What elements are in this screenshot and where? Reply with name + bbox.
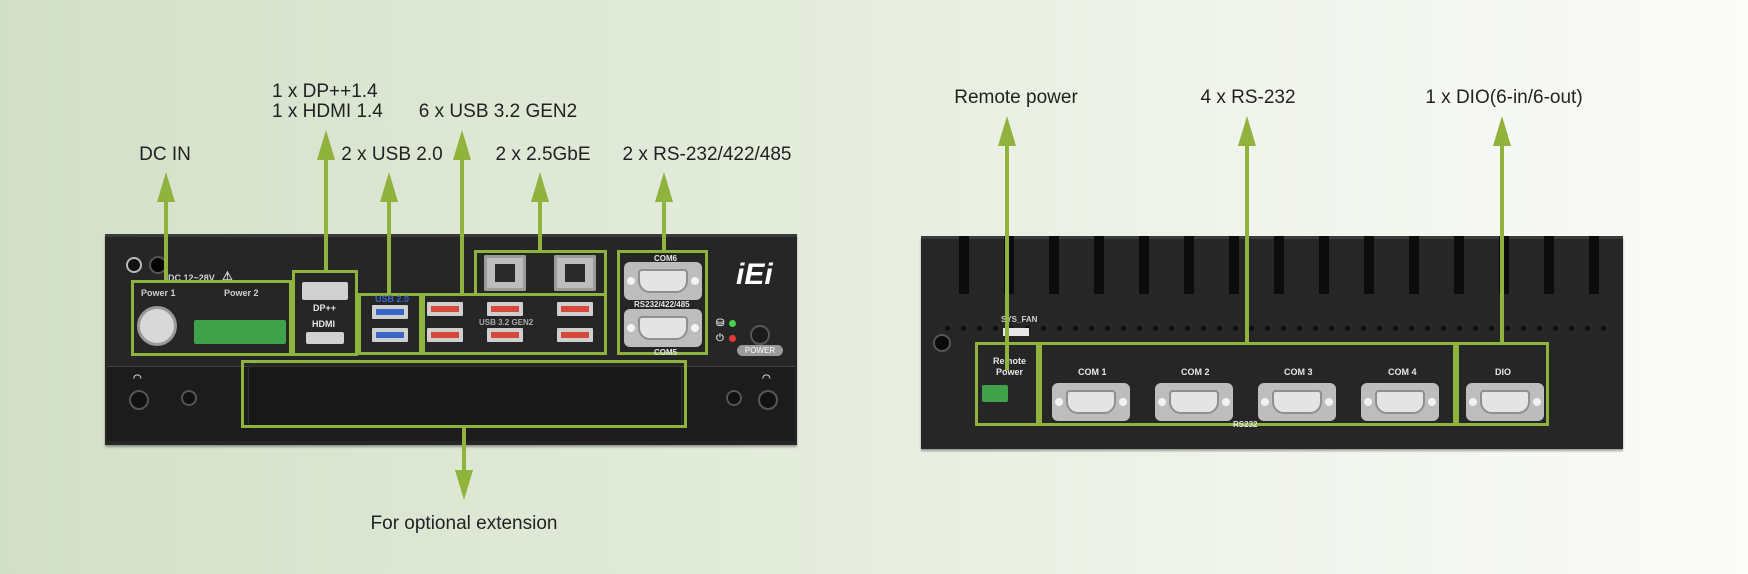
sys-fan-connector[interactable] — [1003, 328, 1029, 336]
dp-port[interactable] — [302, 282, 348, 300]
usb32-port-5[interactable] — [557, 302, 593, 316]
usb32-port-6[interactable] — [557, 328, 593, 342]
extension-label: For optional extension — [370, 513, 558, 534]
usb32-box — [422, 293, 607, 355]
usb20-port-2[interactable] — [372, 328, 408, 342]
remote-power-count-label: Remote power — [954, 87, 1078, 108]
antenna-connector-right[interactable] — [758, 390, 778, 410]
remote-power-terminal[interactable] — [982, 385, 1008, 402]
com5-label: COM5 — [654, 348, 678, 357]
usb20-port-1[interactable] — [372, 305, 408, 319]
dio-port[interactable] — [1466, 383, 1544, 421]
screw-hole — [933, 334, 951, 352]
usb20-label: USB 2.0 — [375, 294, 410, 304]
green-led — [729, 320, 736, 327]
wifi-icon-left: ◠ — [133, 373, 142, 384]
vent-holes — [945, 326, 1606, 334]
power-button-label: POWER — [737, 345, 783, 356]
lan-port-2[interactable] — [554, 255, 596, 291]
rs232-count-label: 4 x RS-232 — [1200, 87, 1296, 108]
power2-terminal-block[interactable] — [194, 320, 286, 344]
com2-label: COM 2 — [1181, 367, 1210, 377]
ground-icon — [126, 257, 142, 273]
usb32-port-1[interactable] — [427, 302, 463, 316]
audio-jack-right[interactable] — [726, 390, 742, 406]
usb32-port-2[interactable] — [427, 328, 463, 342]
remote-label: Remote — [993, 356, 1027, 366]
com4-port[interactable] — [1361, 383, 1439, 421]
com1-label: COM 1 — [1078, 367, 1107, 377]
dc-in-box — [131, 280, 292, 356]
dio-box — [1456, 342, 1549, 426]
iei-logo: iEi — [736, 258, 773, 291]
lan-port-1[interactable] — [484, 255, 526, 291]
dc-voltage-label: DC 12~28V — [168, 273, 215, 283]
wifi-icon-right: ◠ — [762, 373, 771, 384]
hdmi-count-label: 1 x HDMI 1.4 — [272, 101, 383, 122]
usb20-count-label: 2 x USB 2.0 — [341, 144, 443, 165]
com4-label: COM 4 — [1388, 367, 1417, 377]
usb32-port-3[interactable] — [487, 302, 523, 316]
com2-port[interactable] — [1155, 383, 1233, 421]
hdmi-label: HDMI — [312, 319, 335, 329]
usb32-port-4[interactable] — [487, 328, 523, 342]
heatsink-fins — [921, 236, 1623, 298]
hdd-led-icon: ⛁ — [716, 318, 725, 329]
com5-port[interactable] — [624, 309, 702, 347]
remote-power-sub-label: Power — [996, 367, 1024, 377]
com6-label: COM6 — [654, 254, 678, 263]
com3-label: COM 3 — [1284, 367, 1313, 377]
hdmi-port[interactable] — [306, 332, 344, 344]
power-led-icon: ⏻ — [716, 333, 724, 344]
power1-connector[interactable] — [137, 306, 177, 346]
com3-port[interactable] — [1258, 383, 1336, 421]
rs-mode-label: RS232/422/485 — [634, 300, 690, 309]
com1-port[interactable] — [1052, 383, 1130, 421]
audio-jack-left[interactable] — [181, 390, 197, 406]
sys-fan-label: SYS_FAN — [1001, 315, 1038, 324]
power1-label: Power 1 — [141, 288, 176, 298]
extension-slot-cover — [248, 366, 682, 428]
dio-port-label: DIO — [1495, 367, 1512, 377]
rs232-sub-label: RS232 — [1233, 420, 1258, 429]
power-button[interactable] — [750, 325, 770, 345]
rs232-arrow-stub — [1245, 340, 1249, 344]
dp-count-label: 1 x DP++1.4 — [272, 81, 378, 102]
antenna-connector-left[interactable] — [129, 390, 149, 410]
usb32-label: USB 3.2 GEN2 — [479, 318, 534, 327]
warning-icon: ⚠ — [222, 269, 233, 283]
gbe-count-label: 2 x 2.5GbE — [495, 144, 591, 165]
dio-count-label: 1 x DIO(6-in/6-out) — [1425, 87, 1583, 108]
extension-box — [241, 360, 687, 428]
rs232-422-485-count-label: 2 x RS-232/422/485 — [622, 144, 792, 165]
dp-label: DP++ — [313, 303, 337, 313]
usb32-count-label: 6 x USB 3.2 GEN2 — [418, 101, 578, 122]
dc-in-label: DC IN — [139, 144, 191, 165]
red-led — [729, 335, 736, 342]
power2-label: Power 2 — [224, 288, 259, 298]
com6-port[interactable] — [624, 262, 702, 300]
